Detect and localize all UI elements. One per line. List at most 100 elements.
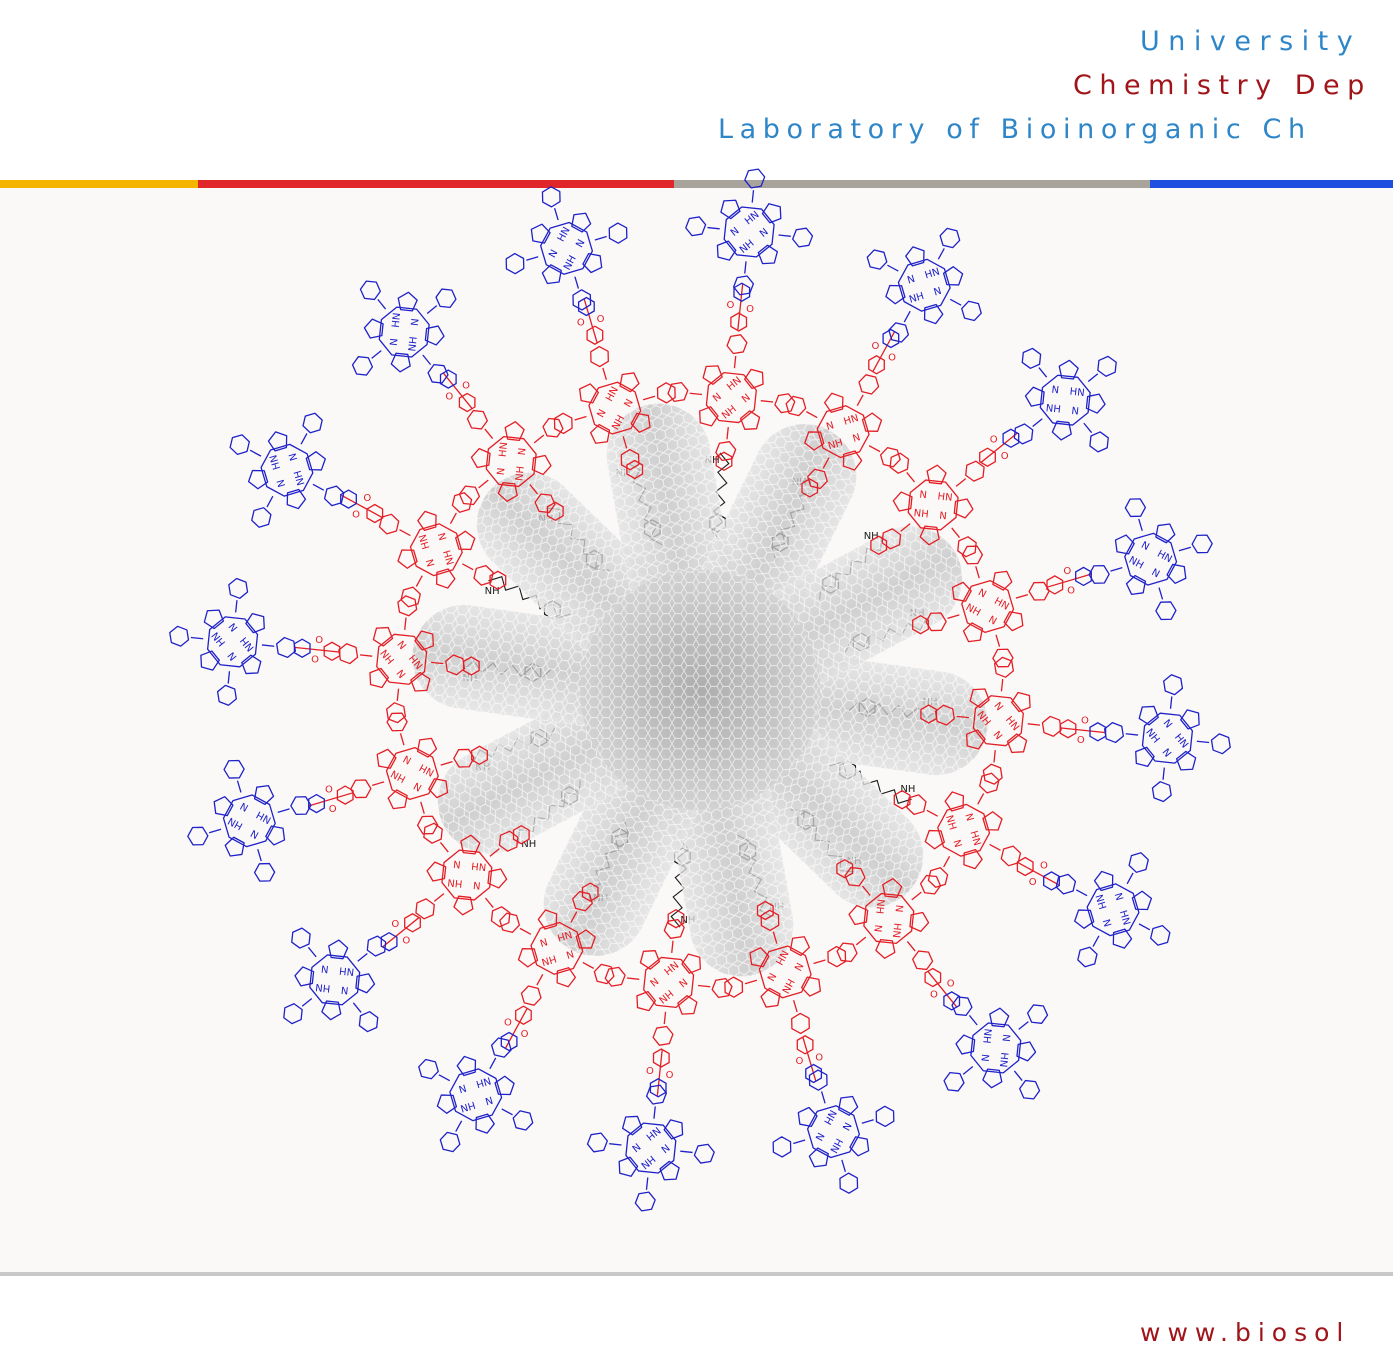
pyrrole-ring bbox=[1011, 691, 1031, 713]
phenyl-ring bbox=[772, 1136, 792, 1158]
phenyl-ring bbox=[251, 507, 272, 528]
nitrogen-label: N bbox=[395, 667, 408, 680]
phenyl-ring bbox=[187, 826, 209, 846]
pyrrole-ring bbox=[789, 936, 810, 957]
footer-divider bbox=[0, 1272, 1393, 1276]
pyrrole-ring bbox=[1024, 386, 1045, 407]
nitrogen-label: N bbox=[437, 531, 450, 541]
nitrogen-label: N bbox=[871, 924, 883, 933]
phenyl-ring bbox=[416, 815, 439, 835]
phenyl-ring bbox=[943, 1071, 965, 1092]
phenyl-ring bbox=[693, 1143, 715, 1164]
pyrrole-ring bbox=[659, 1160, 680, 1181]
phenyl-ring bbox=[645, 1084, 668, 1105]
pyrrole-ring bbox=[919, 525, 940, 546]
phenyl-ring bbox=[1210, 733, 1231, 755]
phenyl-ring bbox=[667, 381, 689, 403]
nitrogen-label: N bbox=[1100, 918, 1113, 928]
phenyl-ring bbox=[620, 448, 640, 471]
pyrrole-ring bbox=[677, 995, 698, 1015]
pyrrole-ring bbox=[892, 491, 913, 512]
phenyl-ring bbox=[378, 513, 400, 535]
aryl-ring bbox=[805, 1063, 823, 1084]
aryl-ring bbox=[868, 355, 885, 375]
pyrrole-ring bbox=[924, 829, 945, 850]
nitrogen-label: N bbox=[574, 238, 587, 250]
aryl-ring bbox=[893, 789, 911, 810]
phenyl-ring bbox=[338, 643, 359, 665]
macrocycle bbox=[376, 633, 428, 685]
nitrogen-label: N bbox=[412, 780, 424, 793]
phenyl-ring bbox=[1124, 498, 1147, 518]
pyrrole-ring bbox=[1138, 705, 1159, 726]
phenyl-ring bbox=[498, 830, 519, 852]
hn-label: HN bbox=[447, 876, 463, 889]
ester-o-label: O bbox=[329, 804, 337, 815]
phenyl-ring bbox=[473, 564, 494, 586]
pyrrole-ring bbox=[453, 895, 474, 916]
phenyl-ring bbox=[992, 648, 1014, 668]
nitrogen-label: N bbox=[729, 226, 742, 239]
phenyl-ring bbox=[534, 493, 556, 514]
phenyl-ring bbox=[1151, 781, 1172, 803]
phenyl-ring bbox=[881, 528, 902, 550]
amide-nh-label: NH bbox=[521, 839, 536, 850]
pyrrole-ring bbox=[286, 488, 307, 510]
aryl-ring bbox=[471, 745, 488, 766]
pyrrole-ring bbox=[842, 450, 863, 471]
ester-o-label: O bbox=[352, 510, 360, 521]
nitrogen-label: N bbox=[1160, 718, 1173, 731]
nitrogen-label: N bbox=[340, 984, 349, 996]
ester-o-label: O bbox=[315, 635, 323, 646]
hn-label: HN bbox=[1172, 732, 1190, 751]
ester-o-label: O bbox=[311, 655, 319, 666]
pyrrole-ring bbox=[849, 1136, 870, 1157]
macrocycle bbox=[972, 695, 1024, 747]
nitrogen-label: N bbox=[893, 904, 905, 913]
phenyl-ring bbox=[1026, 1004, 1049, 1024]
phenyl-ring bbox=[724, 976, 744, 998]
phenyl-ring bbox=[792, 227, 814, 248]
hn-label: HN bbox=[743, 209, 762, 227]
pyrrole-ring bbox=[305, 451, 326, 471]
nitrogen-label: N bbox=[321, 962, 330, 974]
phenyl-ring bbox=[1077, 946, 1098, 968]
hn-label: HN bbox=[315, 981, 331, 994]
pyrrole-ring bbox=[504, 421, 525, 442]
macrocycle bbox=[1039, 374, 1091, 426]
aryl-ring bbox=[979, 447, 996, 467]
nitrogen-label: N bbox=[906, 274, 916, 287]
phenyl-ring bbox=[711, 977, 733, 999]
nitrogen-label: N bbox=[389, 338, 401, 347]
nh-label: NH bbox=[720, 404, 739, 422]
ester-o-label: O bbox=[577, 318, 585, 329]
pyrrole-ring bbox=[245, 612, 265, 634]
phenyl-ring bbox=[593, 963, 615, 985]
macrocycle bbox=[907, 479, 959, 531]
nh-label: NH bbox=[1127, 555, 1145, 572]
aryl-ring bbox=[730, 312, 748, 332]
nitrogen-label: N bbox=[658, 1141, 671, 1154]
nitrogen-label: N bbox=[1000, 1034, 1012, 1043]
pyrrole-ring bbox=[247, 469, 269, 490]
pyrrole-ring bbox=[417, 510, 437, 532]
nitrogen-label: N bbox=[276, 478, 289, 488]
pyrrole-ring bbox=[1074, 909, 1095, 929]
ester-o-label: O bbox=[402, 936, 410, 947]
macrocycle bbox=[309, 954, 361, 1006]
header-bar-red bbox=[198, 180, 674, 188]
nitrogen-label: N bbox=[1160, 747, 1173, 760]
phenyl-ring bbox=[1150, 925, 1171, 946]
pyrrole-ring bbox=[1006, 733, 1028, 754]
hn-label: HN bbox=[656, 987, 675, 1005]
nitrogen-label: N bbox=[288, 452, 301, 462]
aryl-ring bbox=[404, 913, 421, 933]
pyrrole-ring bbox=[541, 264, 562, 285]
phenyl-ring bbox=[572, 890, 593, 912]
pyrrole-ring bbox=[582, 252, 603, 274]
pyrrole-ring bbox=[739, 410, 761, 430]
